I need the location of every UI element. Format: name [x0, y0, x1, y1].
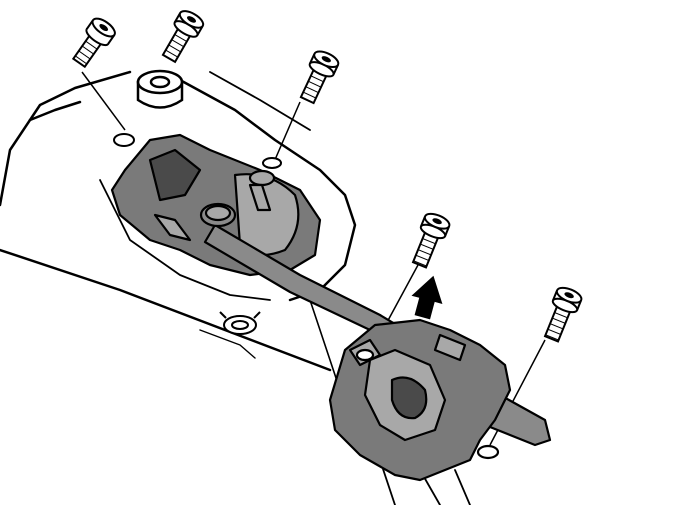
- retaining-clip: [219, 311, 261, 335]
- hole-3: [262, 157, 282, 169]
- housing-panel: [0, 70, 471, 505]
- screw-5: [543, 286, 583, 343]
- arrow-up-icon: [411, 275, 443, 320]
- spacer-boss: [136, 69, 184, 109]
- hole-1: [113, 133, 135, 147]
- actuator-unit: [328, 318, 552, 482]
- screw-1: [71, 17, 116, 69]
- mounting-holes: [113, 133, 282, 169]
- screw-2: [161, 10, 205, 64]
- screw-3: [299, 50, 340, 105]
- screw-4: [411, 212, 451, 269]
